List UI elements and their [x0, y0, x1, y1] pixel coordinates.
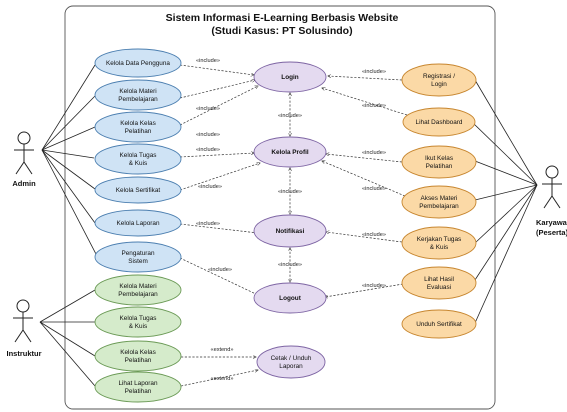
svg-text:Kelola Sertifikat: Kelola Sertifikat	[116, 187, 161, 194]
include-label: «include»	[196, 147, 220, 153]
svg-text:& Kuis: & Kuis	[129, 323, 147, 330]
usecase-lihat-hasil-evaluasi[interactable]: Lihat Hasil Evaluasi	[401, 266, 477, 300]
svg-text:Lihat Hasil: Lihat Hasil	[424, 276, 454, 283]
admin-stick-figure-icon	[14, 131, 34, 175]
usecase-cetak-unduh-laporan[interactable]: Cetak / Unduh Laporan	[256, 345, 326, 379]
usecase-kelola-sertifikat[interactable]: Kelola Sertifikat	[94, 176, 182, 204]
include-label: «include»	[278, 113, 302, 119]
diagram-title: Sistem Informasi E-Learning Berbasis Web…	[166, 12, 399, 24]
actor-associations	[39, 64, 538, 387]
usecase-instr-lihat-laporan-pelatihan[interactable]: Lihat Laporan Pelatihan	[94, 371, 182, 403]
include-label: «include»	[362, 283, 386, 289]
svg-text:Lihat Dashboard: Lihat Dashboard	[416, 119, 463, 126]
actor-instruktur-label: Instruktur	[6, 349, 41, 358]
svg-text:Evaluasi: Evaluasi	[427, 284, 451, 291]
include-label: «include»	[196, 221, 220, 227]
usecase-kelola-data-pengguna[interactable]: Kelola Data Pengguna	[94, 48, 182, 78]
svg-text:Kelola Kelas: Kelola Kelas	[120, 120, 156, 127]
actor-instruktur[interactable]: Instruktur	[6, 299, 42, 358]
svg-text:Kelola Tugas: Kelola Tugas	[120, 315, 157, 322]
include-label: «include»	[198, 184, 222, 190]
usecase-pengaturan-sistem[interactable]: Pengaturan Sistem	[94, 241, 182, 273]
svg-text:Notifikasi: Notifikasi	[276, 228, 305, 235]
svg-text:Kelola Materi: Kelola Materi	[119, 283, 156, 290]
actor-karyawan-sublabel: (Peserta)	[536, 228, 567, 237]
svg-text:Pembelajaran: Pembelajaran	[419, 203, 459, 210]
actor-admin-label: Admin	[12, 179, 36, 188]
actor-admin[interactable]: Admin	[12, 131, 36, 188]
svg-text:Unduh Sertifikat: Unduh Sertifikat	[416, 321, 462, 328]
svg-text:Kerjakan Tugas: Kerjakan Tugas	[417, 236, 461, 243]
include-label: «include»	[208, 267, 232, 273]
extend-label: «extend»	[210, 347, 233, 353]
svg-text:Kelola Kelas: Kelola Kelas	[120, 349, 156, 356]
svg-text:Ikut Kelas: Ikut Kelas	[425, 155, 453, 162]
include-label: «include»	[196, 132, 220, 138]
usecase-kerjakan-tugas-kuis[interactable]: Kerjakan Tugas & Kuis	[401, 226, 477, 260]
usecase-kelola-kelas-pelatihan[interactable]: Kelola Kelas Pelatihan	[94, 111, 182, 143]
include-label: «include»	[278, 189, 302, 195]
usecase-notifikasi[interactable]: Notifikasi	[253, 214, 327, 248]
relation-labels: «include» «include» «include» «include» …	[196, 58, 386, 382]
svg-text:Kelola Laporan: Kelola Laporan	[117, 220, 160, 227]
svg-text:Lihat Laporan: Lihat Laporan	[118, 380, 158, 387]
usecase-lihat-dashboard[interactable]: Lihat Dashboard	[402, 107, 476, 137]
svg-text:Logout: Logout	[279, 295, 302, 302]
svg-text:Login: Login	[431, 81, 447, 88]
svg-text:Pelatihan: Pelatihan	[125, 357, 152, 364]
include-label: «include»	[362, 186, 386, 192]
svg-text:Sistem: Sistem	[128, 258, 148, 265]
svg-text:Registrasi /: Registrasi /	[423, 73, 455, 80]
include-label: «include»	[196, 58, 220, 64]
svg-text:Kelola Materi: Kelola Materi	[119, 88, 156, 95]
diagram-subtitle: (Studi Kasus: PT Solusindo)	[211, 25, 352, 37]
actor-karyawan[interactable]: Karyawan (Peserta)	[536, 165, 567, 237]
svg-text:Akses Materi: Akses Materi	[421, 195, 458, 202]
include-label: «include»	[362, 69, 386, 75]
usecase-unduh-sertifikat[interactable]: Unduh Sertifikat	[401, 309, 477, 339]
include-label: «include»	[278, 262, 302, 268]
usecase-kelola-tugas-kuis[interactable]: Kelola Tugas & Kuis	[94, 143, 182, 175]
include-label: «include»	[362, 232, 386, 238]
karyawan-stick-figure-icon	[542, 165, 562, 209]
svg-text:Pelatihan: Pelatihan	[125, 128, 152, 135]
usecase-login[interactable]: Login	[253, 61, 327, 93]
svg-text:Pelatihan: Pelatihan	[426, 163, 453, 170]
svg-text:Laporan: Laporan	[279, 363, 303, 370]
svg-text:Cetak / Unduh: Cetak / Unduh	[271, 355, 312, 362]
usecase-kelola-laporan[interactable]: Kelola Laporan	[94, 209, 182, 237]
svg-text:Pembelajaran: Pembelajaran	[118, 291, 158, 298]
usecase-logout[interactable]: Logout	[253, 282, 327, 314]
svg-text:Pembelajaran: Pembelajaran	[118, 96, 158, 103]
svg-text:& Kuis: & Kuis	[129, 160, 147, 167]
system-boundary	[64, 5, 496, 410]
svg-text:& Kuis: & Kuis	[430, 244, 448, 251]
usecase-registrasi-login[interactable]: Registrasi / Login	[401, 63, 477, 97]
usecase-kelola-materi-pembelajaran[interactable]: Kelola Materi Pembelajaran	[94, 79, 182, 111]
usecase-instr-kelola-tugas-kuis[interactable]: Kelola Tugas & Kuis	[94, 306, 182, 338]
svg-text:Kelola Data Pengguna: Kelola Data Pengguna	[106, 60, 170, 67]
include-label: «include»	[196, 106, 220, 112]
usecase-instr-kelola-materi-pembelajaran[interactable]: Kelola Materi Pembelajaran	[94, 274, 182, 306]
dependency-arrows	[179, 64, 408, 387]
usecase-instr-kelola-kelas-pelatihan[interactable]: Kelola Kelas Pelatihan	[94, 340, 182, 372]
actor-karyawan-label: Karyawan	[536, 218, 567, 227]
include-label: «include»	[362, 150, 386, 156]
usecase-kelola-profil[interactable]: Kelola Profil	[253, 136, 327, 168]
instruktur-stick-figure-icon	[13, 299, 33, 343]
usecase-ikut-kelas-pelatihan[interactable]: Ikut Kelas Pelatihan	[401, 145, 477, 179]
extend-label: «extend»	[210, 376, 233, 382]
svg-text:Kelola Tugas: Kelola Tugas	[120, 152, 157, 159]
svg-text:Pengaturan: Pengaturan	[121, 250, 154, 257]
svg-text:Pelatihan: Pelatihan	[125, 388, 152, 395]
include-label: «include»	[362, 103, 386, 109]
usecase-akses-materi-pembelajaran[interactable]: Akses Materi Pembelajaran	[401, 185, 477, 219]
svg-text:Login: Login	[281, 74, 298, 81]
svg-text:Kelola Profil: Kelola Profil	[271, 149, 309, 156]
